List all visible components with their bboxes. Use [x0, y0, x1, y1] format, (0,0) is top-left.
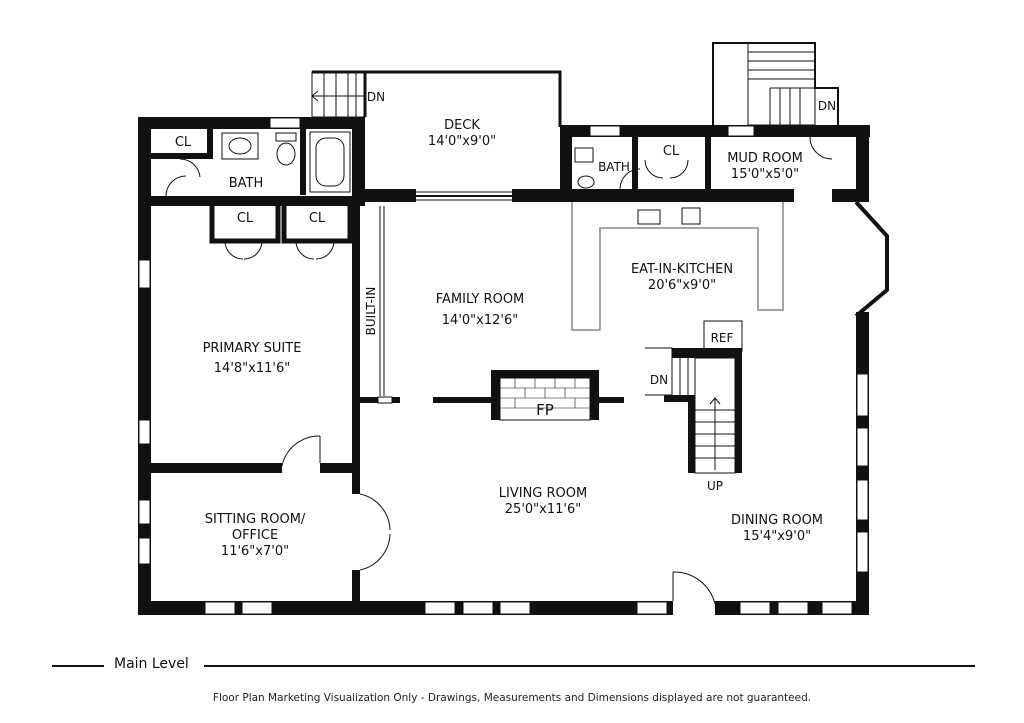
mud-room-label: MUD ROOM 15'0"x5'0" — [705, 151, 825, 183]
dining-room-dims: 15'4"x9'0" — [742, 529, 812, 544]
stair-down-deck: DN — [366, 90, 386, 104]
mud-room-dims: 15'0"x5'0" — [730, 167, 800, 182]
fireplace-label: FP — [536, 401, 554, 419]
bath-small-label: BATH — [592, 159, 636, 175]
closet-walls — [209, 200, 353, 244]
sitting-room-dims: 11'6"x7'0" — [220, 544, 290, 559]
level-title: Main Level — [108, 656, 195, 672]
bay-window — [854, 200, 889, 318]
primary-suite-dims: 14'8"x11'6" — [213, 361, 291, 376]
bath-small-name: BATH — [598, 160, 630, 174]
family-room-label: FAMILY ROOM 14'0"x12'6" — [420, 292, 540, 329]
closet-label-bath: CL — [174, 135, 192, 150]
deck-stairs — [311, 71, 366, 118]
disclaimer: Floor Plan Marketing Visualization Only … — [212, 692, 812, 704]
family-room-name: FAMILY ROOM — [435, 292, 525, 307]
living-room-name: LIVING ROOM — [498, 486, 588, 501]
closet-label-mud: CL — [662, 144, 680, 159]
bath-fixtures — [221, 131, 595, 193]
kitchen-counter — [571, 202, 784, 331]
refrigerator-label: REF — [710, 331, 734, 345]
dining-room-label: DINING ROOM 15'4"x9'0" — [715, 513, 839, 545]
sitting-room-label: SITTING ROOM/ OFFICE 11'6"x7'0" — [185, 512, 325, 560]
kitchen-dims: 20'6"x9'0" — [647, 278, 717, 293]
closet-label-suite-1: CL — [236, 211, 254, 226]
deck-dims: 14'0"x9'0" — [427, 134, 497, 149]
closet-label-suite-2: CL — [308, 211, 326, 226]
bath-main-name: BATH — [228, 176, 264, 191]
footer-rule-left — [52, 665, 104, 667]
kitchen-name: EAT-IN-KITCHEN — [630, 262, 734, 277]
interior-stairs — [645, 320, 743, 474]
kitchen-label: EAT-IN-KITCHEN 20'6"x9'0" — [612, 262, 752, 294]
sitting-room-name-line1: SITTING ROOM/ — [204, 512, 306, 527]
mud-room-stairs — [712, 42, 839, 126]
family-room-dims: 14'0"x12'6" — [441, 313, 519, 328]
stair-down-interior: DN — [649, 373, 669, 387]
living-room-dims: 25'0"x11'6" — [504, 502, 582, 517]
bath-interior-walls — [150, 125, 711, 195]
dining-room-name: DINING ROOM — [730, 513, 824, 528]
windows — [138, 117, 869, 615]
doors — [165, 136, 833, 615]
living-room-label: LIVING ROOM 25'0"x11'6" — [478, 486, 608, 518]
deck-name: DECK — [444, 118, 480, 133]
sitting-room-name-line2: OFFICE — [231, 528, 279, 543]
mud-room-name: MUD ROOM — [727, 151, 803, 166]
built-in-label: BUILT-IN — [364, 286, 378, 336]
stair-up-interior: UP — [706, 479, 724, 493]
footer-rule-right — [204, 665, 975, 667]
built-in-cabinet — [379, 206, 385, 396]
bath-main-label: BATH — [218, 176, 274, 192]
fireplace — [360, 370, 624, 421]
stair-down-mud: DN — [817, 99, 837, 113]
primary-suite-label: PRIMARY SUITE 14'8"x11'6" — [186, 341, 318, 377]
primary-suite-name: PRIMARY SUITE — [202, 341, 302, 356]
deck-label: DECK 14'0"x9'0" — [402, 118, 522, 150]
